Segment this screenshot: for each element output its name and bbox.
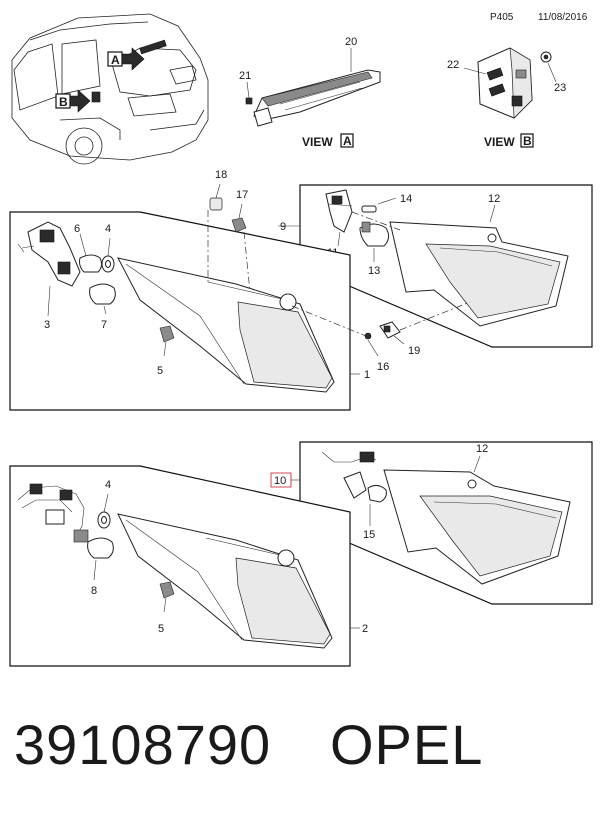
leader-4-upper	[107, 237, 111, 257]
tail-lamp-2	[117, 513, 333, 649]
bulb-7	[89, 283, 116, 305]
axis-upper-inner	[351, 211, 401, 231]
callout-5-upper: 5	[157, 365, 163, 377]
leader-12-lower	[473, 455, 481, 473]
leader-4-lower	[103, 493, 109, 513]
callout-7: 7	[101, 319, 107, 331]
leader-12-upper	[489, 204, 496, 223]
seal-4-lower	[97, 511, 111, 529]
car-overview	[11, 13, 209, 165]
leader-21	[246, 81, 250, 99]
view-b-arrow-letter: B	[59, 95, 68, 109]
inner-lamp-12-lower	[383, 469, 571, 585]
leader-22	[463, 67, 487, 75]
parts-diagram: P405 11/08/2016 A B 20 21 VIEW	[9, 12, 593, 667]
bulb-8	[87, 537, 114, 559]
view-a-box	[340, 133, 354, 148]
callout-23: 23	[554, 82, 566, 94]
screw-16	[364, 332, 372, 340]
wiring-harness-lower	[17, 483, 89, 543]
leader-18	[215, 183, 221, 199]
callout-12-upper: 12	[488, 193, 500, 205]
brand-name: OPEL	[330, 713, 484, 776]
part-number: 39108790	[14, 713, 272, 776]
callout-19: 19	[408, 345, 420, 357]
callout-5-lower: 5	[158, 623, 164, 635]
leader-19	[393, 335, 405, 345]
clip-5-upper	[159, 325, 175, 343]
leader-14	[377, 197, 397, 205]
clip-5-lower	[159, 581, 175, 599]
lamp-control-module	[477, 47, 533, 119]
view-a-title: VIEW	[302, 135, 333, 149]
leader-8	[93, 559, 97, 581]
callout-2: 2	[362, 623, 368, 635]
view-b-letter: B	[523, 134, 532, 148]
axis-17	[243, 231, 251, 293]
high-mount-stop-lamp	[245, 69, 381, 127]
view-a-arrow-letter: A	[111, 53, 120, 67]
callout-15: 15	[363, 529, 375, 541]
leader-16	[367, 339, 379, 357]
leader-7	[103, 305, 107, 315]
page-code: P405	[490, 12, 514, 23]
leader-5-upper	[163, 341, 167, 357]
wiring-socket-15	[321, 451, 387, 503]
callout-4-upper: 4	[105, 223, 111, 235]
leader-11	[337, 231, 341, 247]
callout-8: 8	[91, 585, 97, 597]
view-b-box	[520, 133, 534, 148]
bulb-6	[79, 254, 103, 273]
callout-4-lower: 4	[105, 479, 111, 491]
nut-17	[231, 217, 247, 233]
axis-16	[291, 305, 367, 337]
callout-17: 17	[236, 189, 248, 201]
retainer-19	[379, 321, 401, 339]
callout-21: 21	[239, 70, 251, 82]
callout-18: 18	[215, 169, 227, 181]
view-a-letter: A	[343, 134, 352, 148]
footer: 39108790 OPEL	[0, 700, 600, 815]
axis-19	[399, 301, 471, 331]
callout-10: 10	[274, 475, 286, 487]
bulb-socket-11	[325, 189, 353, 233]
leader-17	[238, 203, 243, 219]
callout-6: 6	[74, 223, 80, 235]
diagram-date: 11/08/2016	[538, 12, 588, 23]
callout-9: 9	[280, 221, 286, 233]
callout-13: 13	[368, 265, 380, 277]
callout-16: 16	[377, 361, 389, 373]
callout-12-lower: 12	[476, 443, 488, 455]
leader-6	[79, 233, 87, 257]
view-b-arrow: B	[55, 89, 91, 113]
lamp-wiring-harness-3	[17, 221, 81, 287]
grommet-18	[209, 197, 223, 211]
callout-1: 1	[364, 369, 370, 381]
inner-lamp-12-upper	[389, 221, 569, 327]
seal-4-upper	[101, 255, 115, 273]
callout-3: 3	[44, 319, 50, 331]
callout-20: 20	[345, 36, 357, 48]
tail-lamp-1	[117, 257, 335, 393]
view-a-arrow: A	[107, 47, 145, 71]
leader-3	[47, 285, 51, 317]
leader-23	[547, 62, 557, 83]
bulb-14	[361, 205, 377, 213]
callout-22: 22	[447, 59, 459, 71]
bulb-13	[359, 221, 390, 247]
view-b-title: VIEW	[484, 135, 515, 149]
callout-14: 14	[400, 193, 412, 205]
leader-5-lower	[163, 597, 167, 613]
nut-23	[540, 51, 552, 63]
